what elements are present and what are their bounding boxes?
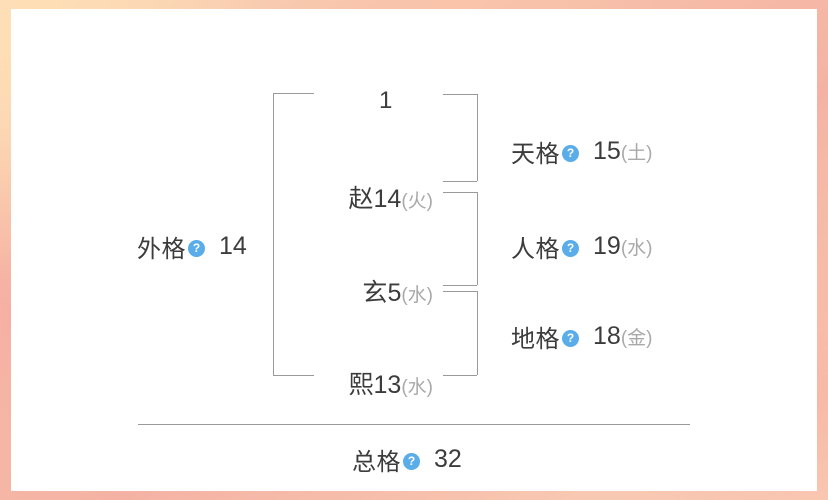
name-char-strokes-1: 14 <box>373 185 402 213</box>
help-icon-tiange[interactable]: ? <box>562 145 579 162</box>
ge-value-tiange: 15 <box>593 137 621 165</box>
help-icon-waige[interactable]: ? <box>188 240 205 257</box>
help-icon-dige[interactable]: ? <box>562 330 579 347</box>
wuge-diagram: 1 赵14(火) 玄5(水) 熙13(水) 外格 ? 14 天格 ? <box>11 9 817 491</box>
name-char-han-1: 赵 <box>348 185 374 213</box>
ge-label-dige: 地格 <box>511 326 560 353</box>
right-bracket-1-bottom-arm <box>443 181 477 182</box>
total-divider <box>138 424 690 425</box>
ge-value-dige: 18 <box>593 322 621 350</box>
ge-label-tiange: 天格 <box>511 141 560 168</box>
name-char-row-1: 赵14(火) <box>327 179 433 215</box>
ge-row-renge: 人格 ? 19 (水) <box>511 229 652 264</box>
name-char-row-3: 熙13(水) <box>327 365 433 401</box>
help-icon-renge[interactable]: ? <box>562 240 579 257</box>
name-char-row-2: 玄5(水) <box>327 273 433 309</box>
ge-row-waige: 外格 ? 14 <box>137 229 247 264</box>
ge-element-renge: (水) <box>620 238 653 259</box>
right-bracket-2-spine <box>477 192 478 285</box>
ge-element-dige: (金) <box>620 328 653 349</box>
ge-value-renge: 19 <box>593 232 621 260</box>
ge-row-tiange: 天格 ? 15 (土) <box>511 134 652 169</box>
name-char-han-2: 玄 <box>362 279 388 307</box>
name-char-han-3: 熙 <box>348 371 374 399</box>
ge-row-dige: 地格 ? 18 (金) <box>511 319 652 354</box>
ge-label-waige: 外格 <box>137 236 186 263</box>
name-char-element-2: (水) <box>401 285 433 306</box>
right-bracket-2-top-arm <box>443 192 477 193</box>
right-bracket-3-spine <box>477 291 478 375</box>
left-bracket-top-arm <box>273 93 314 94</box>
right-bracket-3-bottom-arm <box>443 375 477 376</box>
name-char-element-1: (火) <box>401 191 433 212</box>
right-bracket-3-top-arm <box>443 291 477 292</box>
left-bracket-spine <box>273 93 274 375</box>
name-char-element-3: (水) <box>401 377 433 398</box>
top-stroke-number: 1 <box>379 87 393 114</box>
right-bracket-1-spine <box>477 94 478 181</box>
ge-label-zongge: 总格 <box>352 449 401 476</box>
left-bracket-bottom-arm <box>273 375 314 376</box>
name-char-strokes-2: 5 <box>387 279 402 307</box>
ge-row-zongge: 总格 ? 32 <box>352 442 462 477</box>
ge-label-renge: 人格 <box>511 236 560 263</box>
ge-value-zongge: 32 <box>434 445 462 473</box>
ge-element-tiange: (土) <box>620 143 653 164</box>
help-icon-zongge[interactable]: ? <box>403 453 420 470</box>
ge-value-waige: 14 <box>219 232 247 260</box>
right-bracket-1-top-arm <box>443 94 477 95</box>
name-char-strokes-3: 13 <box>373 371 402 399</box>
right-bracket-2-bottom-arm <box>443 285 477 286</box>
name-analysis-card: 1 赵14(火) 玄5(水) 熙13(水) 外格 ? 14 天格 ? <box>11 9 817 491</box>
